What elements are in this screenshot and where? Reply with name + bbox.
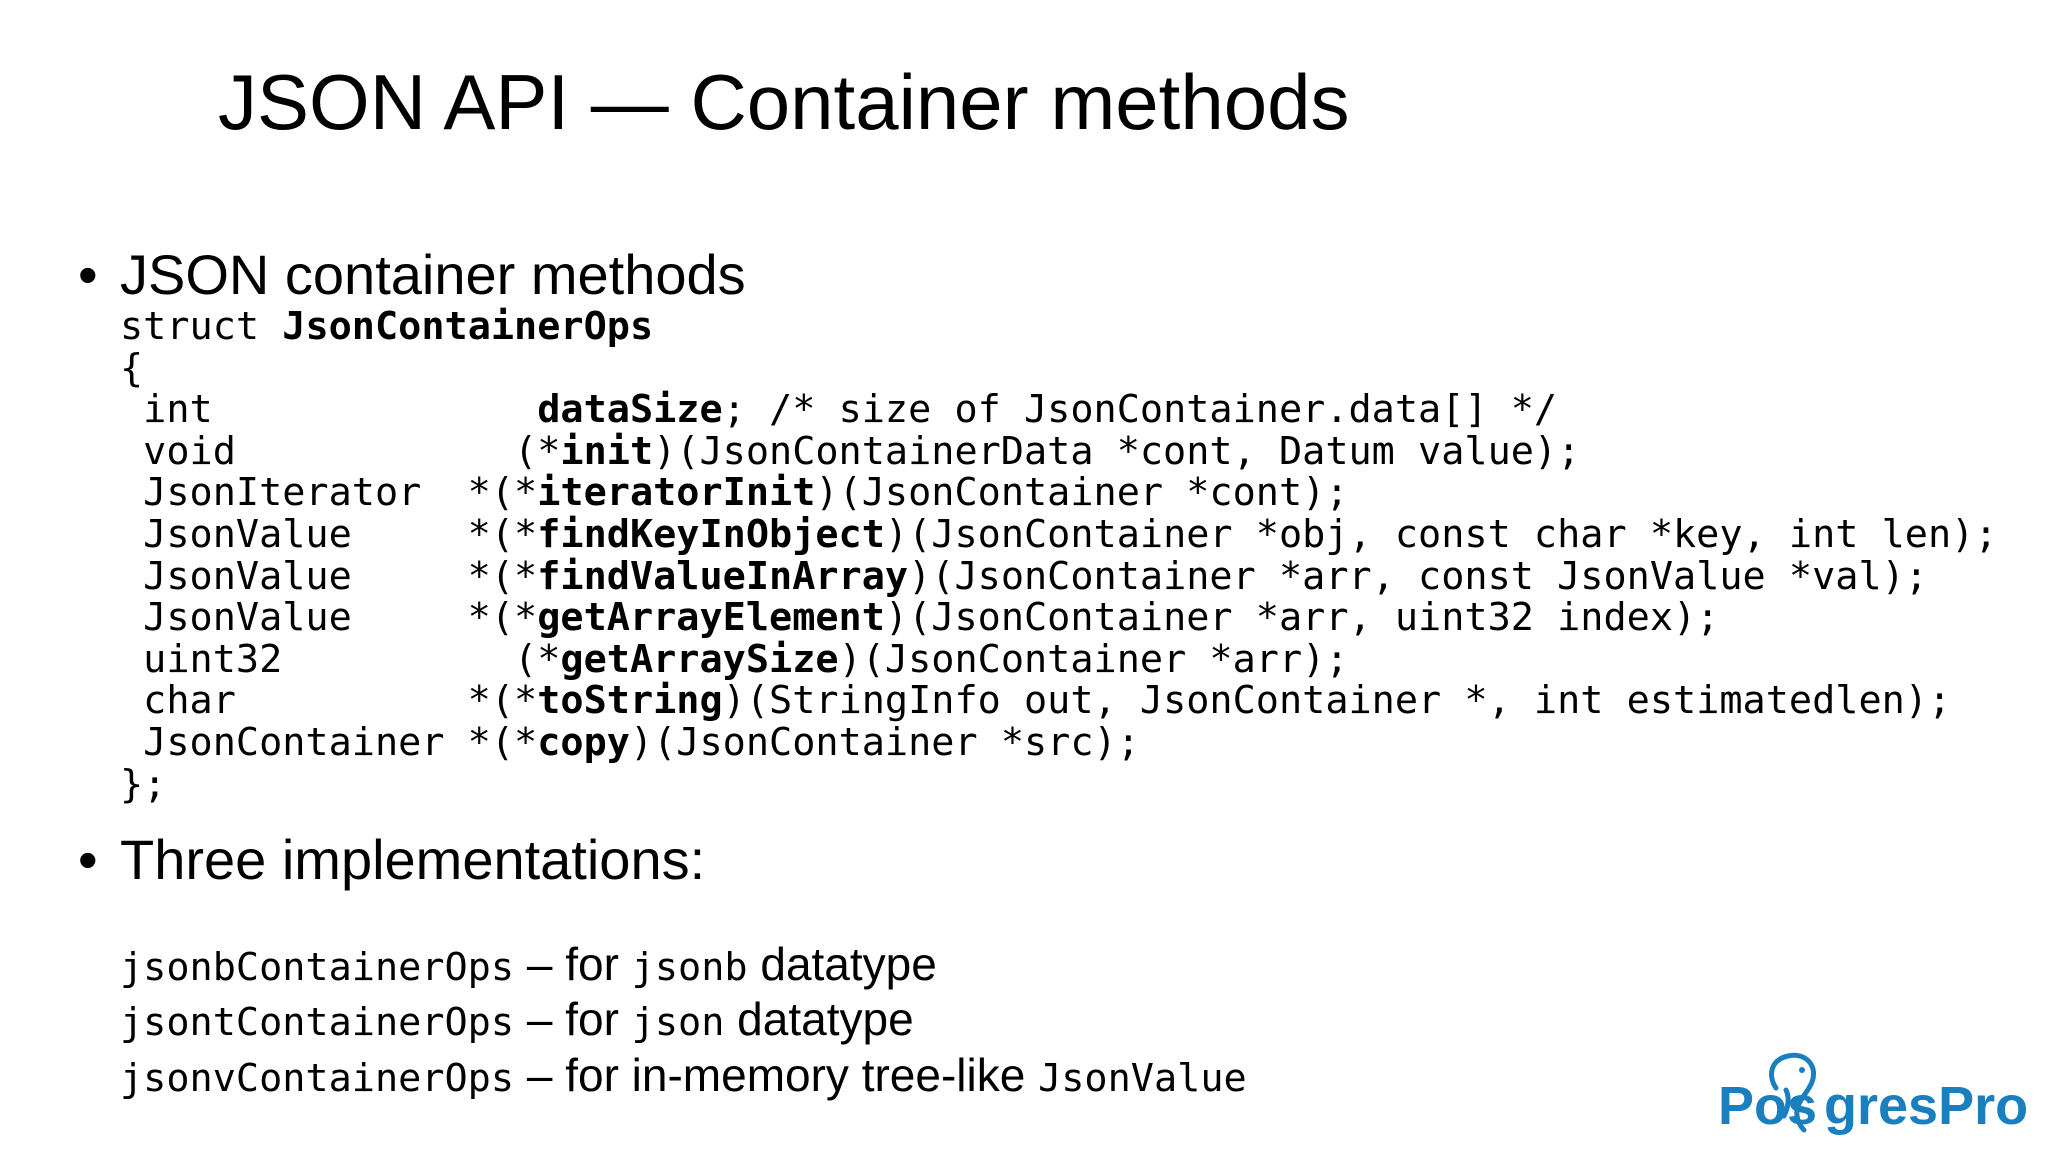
impl-text: datatype (747, 938, 937, 990)
bullet-dot: • (78, 828, 98, 891)
code-member-name: getArraySize (560, 636, 839, 682)
impl-text: for in-memory tree-like (565, 1049, 1039, 1101)
code-token: uint32 (* (120, 636, 561, 682)
code-member-name: dataSize (537, 387, 723, 433)
postgrespro-logo: Pos gresPro (1718, 1052, 2028, 1136)
impl-text: datatype (724, 993, 914, 1045)
code-struct-name: JsonContainerOps (282, 304, 654, 349)
code-token: JsonValue *(* (120, 553, 538, 599)
impl-type: json (631, 1000, 725, 1045)
code-block: struct JsonContainerOps { int dataSize; … (120, 306, 1998, 805)
slide-title: JSON API — Container methods (218, 58, 1350, 146)
bullet-dot: • (78, 243, 98, 306)
code-member-name: init (560, 428, 654, 474)
code-member-name: iteratorInit (537, 470, 816, 516)
impl-text: for (565, 993, 632, 1045)
implementation-line: jsonvContainerOps – for in-memory tree-l… (120, 1049, 1247, 1105)
code-member-name: toString (537, 678, 723, 724)
bullet-text: Three implementations: (120, 828, 706, 891)
code-token: char *(* (120, 678, 538, 724)
code-member-name: findValueInArray (537, 553, 909, 599)
code-token: void (* (120, 428, 561, 474)
code-token: )(JsonContainer *arr, uint32 index); (884, 595, 1720, 641)
code-token: }; (120, 761, 167, 807)
code-token: struct (120, 304, 283, 349)
code-token: )(JsonContainerData *cont, Datum value); (653, 428, 1581, 474)
bullet-text: JSON container methods (120, 243, 746, 306)
impl-type: JsonValue (1038, 1056, 1247, 1101)
logo-text-right: gresPro (1824, 1076, 2028, 1136)
bullet-container-methods: • JSON container methods (78, 243, 746, 307)
code-token: JsonIterator *(* (120, 470, 538, 516)
impl-dash: – (514, 993, 566, 1045)
bullet-implementations: • Three implementations: (78, 828, 705, 892)
impl-dash: – (514, 938, 566, 990)
impl-type: jsonb (631, 945, 748, 990)
impl-name: jsontContainerOps (120, 1000, 515, 1045)
code-member-name: findKeyInObject (537, 511, 885, 557)
code-token: )(JsonContainer *cont); (815, 470, 1349, 516)
code-token: ; /* size of JsonContainer.data[] */ (722, 387, 1558, 433)
impl-name: jsonvContainerOps (120, 1056, 515, 1101)
code-token: )(JsonContainer *arr); (838, 636, 1349, 682)
elephant-icon (1769, 1052, 1816, 1133)
implementation-line: jsontContainerOps – for json datatype (120, 993, 914, 1049)
logo-text-left: Pos (1718, 1076, 1817, 1136)
code-token: JsonValue *(* (120, 595, 538, 641)
code-token: )(StringInfo out, JsonContainer *, int e… (722, 678, 1952, 724)
code-token: int (120, 387, 538, 433)
code-token: )(JsonContainer *src); (629, 719, 1140, 765)
impl-dash: – (514, 1049, 566, 1101)
code-member-name: copy (537, 719, 630, 765)
code-token: )(JsonContainer *obj, const char *key, i… (884, 511, 1998, 557)
implementation-line: jsonbContainerOps – for jsonb datatype (120, 938, 937, 994)
impl-name: jsonbContainerOps (120, 945, 515, 990)
code-token: JsonValue *(* (120, 511, 538, 557)
code-member-name: getArrayElement (537, 595, 885, 641)
code-token: { (120, 345, 144, 391)
code-token: JsonContainer *(* (120, 719, 538, 765)
code-token: )(JsonContainer *arr, const JsonValue *v… (908, 553, 1928, 599)
impl-text: for (565, 938, 632, 990)
